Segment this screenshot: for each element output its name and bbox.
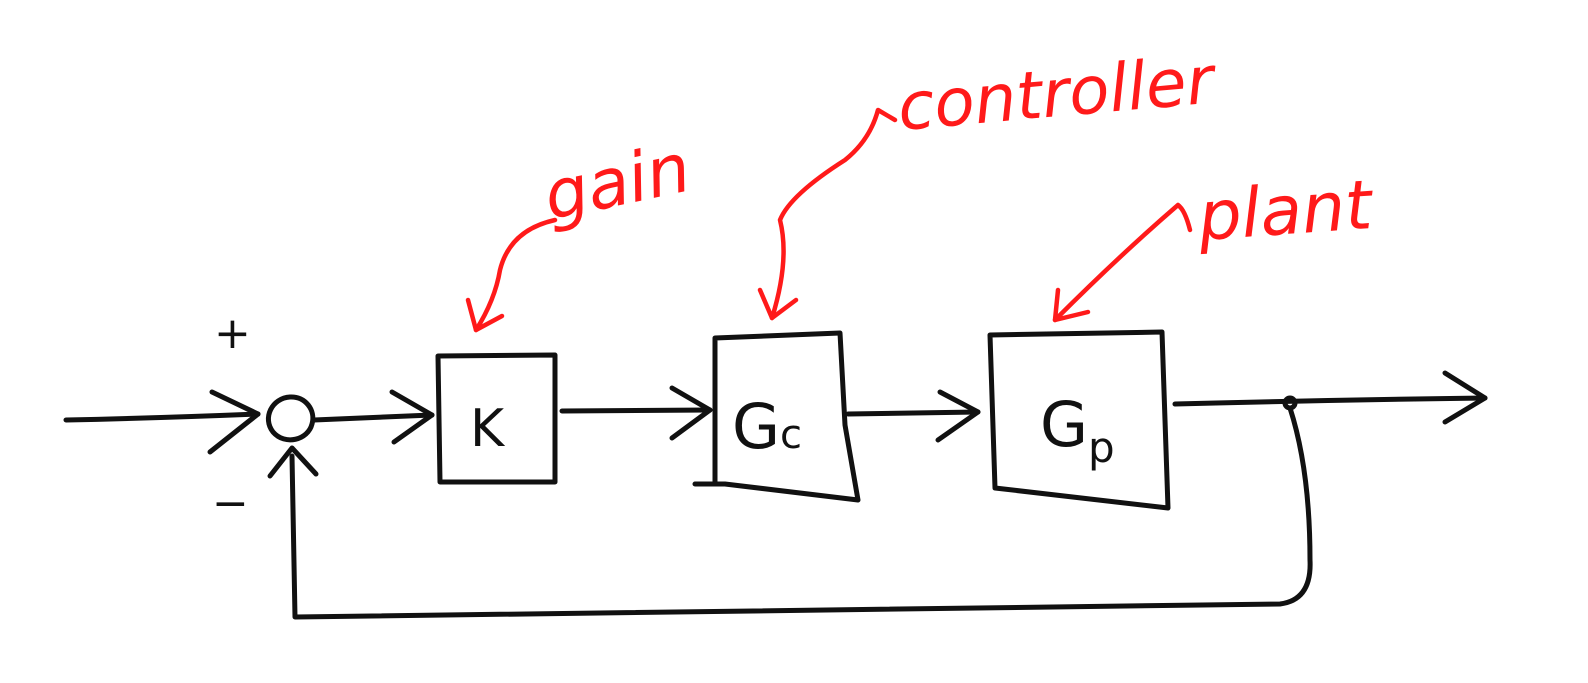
controller-annotation: controller [895,41,1221,146]
junction-to-gain-arrowhead [389,389,435,445]
plant-annotation-arrow [1052,202,1193,323]
gain-annotation: gain [537,129,697,237]
gain-annotation-arrowhead [465,297,505,333]
summing-junction [265,394,316,443]
junction-to-gain-line [311,412,435,423]
plant-annotation-arrowhead [1052,287,1091,323]
plant-block [987,329,1171,511]
plant-block-label: Gp [1040,388,1115,472]
controller-annotation-arrowhead [757,287,799,321]
output-arrowhead [1442,370,1488,425]
gain-to-controller-arrowhead [669,385,713,441]
controller-to-plant-line [845,409,981,417]
controller-annotation-arrow [769,107,898,321]
gain-block-label: K [470,399,506,459]
controller-label-subscript: c [780,412,802,458]
feedback-arrowhead [267,445,319,479]
feedback-path [289,405,1313,620]
controller-block [692,330,861,503]
plus-sign: + [214,308,251,359]
input-signal-line [63,411,261,423]
minus-sign: − [212,478,249,529]
plant-label-subscript: p [1088,423,1115,472]
gain-to-controller-line [559,407,713,414]
controller-label-main: G [732,390,780,463]
controller-block-label: Gc [732,390,802,463]
controller-to-plant-arrowhead [935,389,981,443]
gain-annotation-arrow [473,217,558,333]
plant-label-main: G [1040,388,1088,461]
input-arrowhead [207,389,261,455]
gain-block [435,352,558,485]
plant-annotation: plant [1195,166,1377,257]
output-signal-line [1172,395,1488,407]
